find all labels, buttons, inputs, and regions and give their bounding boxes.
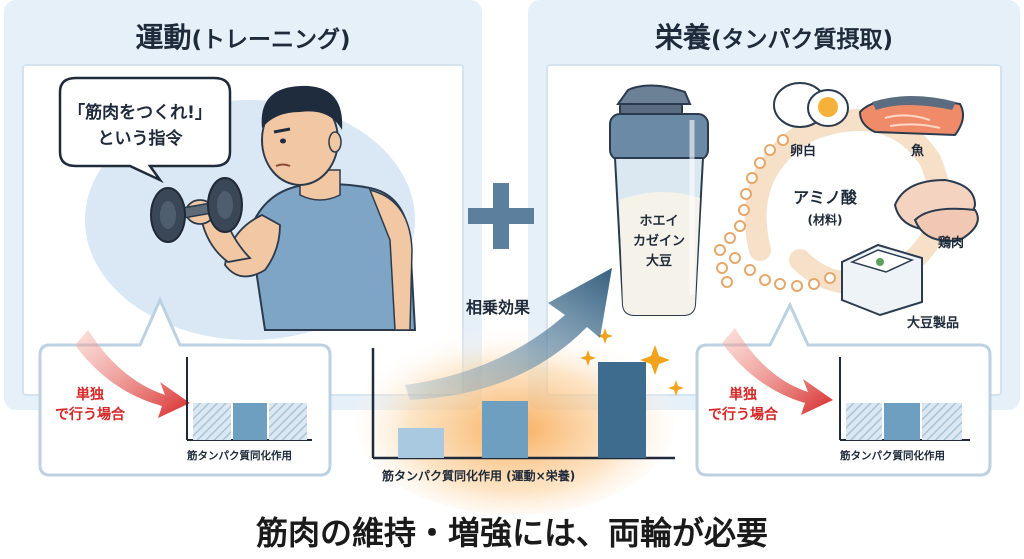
right-bar-ghost-2	[922, 403, 962, 440]
center-bar-1	[398, 428, 444, 458]
center-chart-xlabel: 筋タンパク質同化作用 (運動×栄養)	[382, 469, 576, 483]
chicken-icon	[893, 178, 979, 242]
right-red-arrow	[722, 328, 833, 415]
shaker-label: ホエイ カゼイン 大豆	[632, 214, 685, 269]
egg-icon	[773, 82, 849, 128]
protein-shaker-icon	[609, 84, 709, 316]
amino-label: アミノ酸 (材料)	[793, 188, 857, 227]
nutrition-title: 栄養(タンパク質摂取)	[654, 21, 894, 54]
slogan: 筋肉の維持・増強には、両輪が必要	[255, 514, 768, 552]
synergy-label: 相乗効果	[466, 298, 531, 317]
right-bar-ghost-1	[846, 403, 882, 440]
left-solo-label: 単独 で行う場合	[55, 387, 125, 423]
right-chart-xlabel: 筋タンパク質同化作用	[840, 450, 945, 462]
left-bar-ghost-1	[193, 403, 231, 440]
center-bar-2	[482, 401, 528, 458]
right-bar-solo	[884, 403, 920, 440]
plus-icon	[468, 183, 534, 249]
left-bar-solo	[233, 403, 267, 440]
fish-icon	[858, 96, 965, 137]
left-chart-xlabel: 筋タンパク質同化作用	[187, 450, 292, 462]
synergy-arrow	[405, 268, 612, 400]
left-bar-ghost-2	[269, 403, 307, 440]
fish-label: 魚	[911, 144, 925, 159]
exercise-title: 運動(トレーニング)	[135, 21, 351, 54]
man-figure	[185, 85, 417, 331]
dumbbell-icon	[150, 177, 243, 243]
sparkle-icon	[580, 328, 684, 396]
tofu-icon	[841, 243, 923, 317]
soy-label: 大豆製品	[907, 316, 960, 331]
center-bar-3	[598, 362, 646, 458]
egg-label: 卵白	[790, 144, 817, 159]
right-solo-label: 単独 で行う場合	[708, 387, 778, 423]
amino-chain	[714, 134, 836, 292]
left-red-arrow	[75, 330, 190, 418]
speech-bubble	[58, 76, 232, 184]
speech-bubble-text: 「筋肉をつくれ!」 という指令	[68, 103, 212, 149]
chicken-label: 鶏肉	[938, 236, 965, 251]
